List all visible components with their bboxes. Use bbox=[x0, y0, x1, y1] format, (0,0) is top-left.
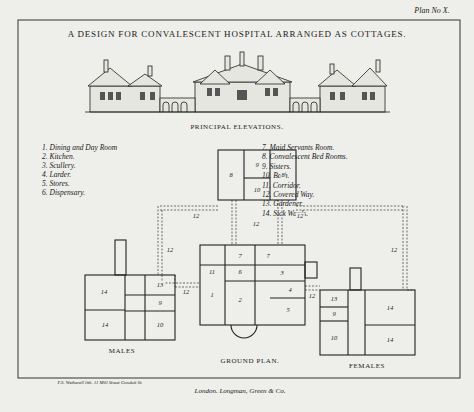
key-entry: 9. Sisters. bbox=[262, 163, 291, 171]
callout-number: 7 bbox=[265, 252, 270, 259]
elevation-drawing bbox=[85, 52, 390, 112]
callout-number: 7 bbox=[237, 252, 242, 259]
callout-number: 12 bbox=[308, 292, 317, 299]
key-entry: 13. Gardener. bbox=[262, 200, 303, 208]
key-entry: 2. Kitchen. bbox=[42, 153, 75, 161]
wing-label: FEMALES bbox=[349, 363, 385, 371]
callout-number: 13 bbox=[156, 281, 165, 288]
key-entry: 6. Dispensary. bbox=[42, 189, 85, 197]
callout-number: 12 bbox=[252, 220, 261, 227]
callout-number: 10 bbox=[330, 334, 339, 341]
covered-way bbox=[158, 200, 415, 290]
publisher-imprint: London. Longman, Green & Co. bbox=[195, 388, 286, 396]
key-entry: 8. Convalescent Bed Rooms. bbox=[262, 153, 348, 161]
callout-number: 8 bbox=[228, 171, 233, 178]
section-heading: PRINCIPAL ELEVATIONS. bbox=[190, 124, 283, 132]
callout-number: 14 bbox=[386, 336, 395, 343]
frame-border bbox=[18, 20, 460, 378]
section-heading: GROUND PLAN. bbox=[221, 358, 280, 366]
key-entry: 1. Dining and Day Room bbox=[42, 144, 117, 152]
callout-number: 1 bbox=[209, 291, 214, 298]
callout-number: 12 bbox=[182, 288, 191, 295]
callout-number: 12 bbox=[166, 246, 175, 253]
callout-number: 10 bbox=[156, 321, 165, 328]
callout-number: 9 bbox=[331, 310, 336, 317]
callout-number: 12 bbox=[192, 212, 201, 219]
callout-number: 13 bbox=[330, 295, 339, 302]
key-entry: 3. Scullery. bbox=[42, 162, 76, 170]
callout-number: 14 bbox=[100, 288, 109, 295]
callout-number: 8 bbox=[280, 171, 285, 178]
callout-number: 6 bbox=[237, 268, 242, 275]
callout-number: 11 bbox=[208, 268, 216, 275]
key-entry: 11. Corridor. bbox=[262, 181, 301, 189]
wing-label: MALES bbox=[109, 348, 136, 356]
callout-number: 4 bbox=[287, 286, 292, 293]
key-entry: 12. Covered Way. bbox=[262, 191, 314, 199]
ground-plan-drawing bbox=[85, 150, 415, 355]
callout-number: 5 bbox=[285, 306, 290, 313]
callout-number: 12 bbox=[296, 212, 305, 219]
callout-number: 9 bbox=[157, 299, 162, 306]
callout-number: 14 bbox=[386, 304, 395, 311]
callout-number: 14 bbox=[101, 321, 110, 328]
callout-number: 3 bbox=[279, 269, 284, 276]
key-entry: 5. Stores. bbox=[42, 180, 70, 188]
callout-number: 10 bbox=[253, 186, 262, 193]
key-entry: 7. Maid Servants Room. bbox=[262, 144, 334, 152]
callout-number: 12 bbox=[390, 246, 399, 253]
title: A DESIGN FOR CONVALESCENT HOSPITAL ARRAN… bbox=[68, 30, 407, 40]
callout-number: 2 bbox=[237, 296, 242, 303]
key-entry: 4. Larder. bbox=[42, 171, 71, 179]
plate-number: Plan No X. bbox=[414, 7, 449, 16]
printer-imprint: F.S. Wetherell lith. 11 Mill Street Cond… bbox=[58, 380, 143, 385]
callout-number: 9 bbox=[254, 161, 259, 168]
